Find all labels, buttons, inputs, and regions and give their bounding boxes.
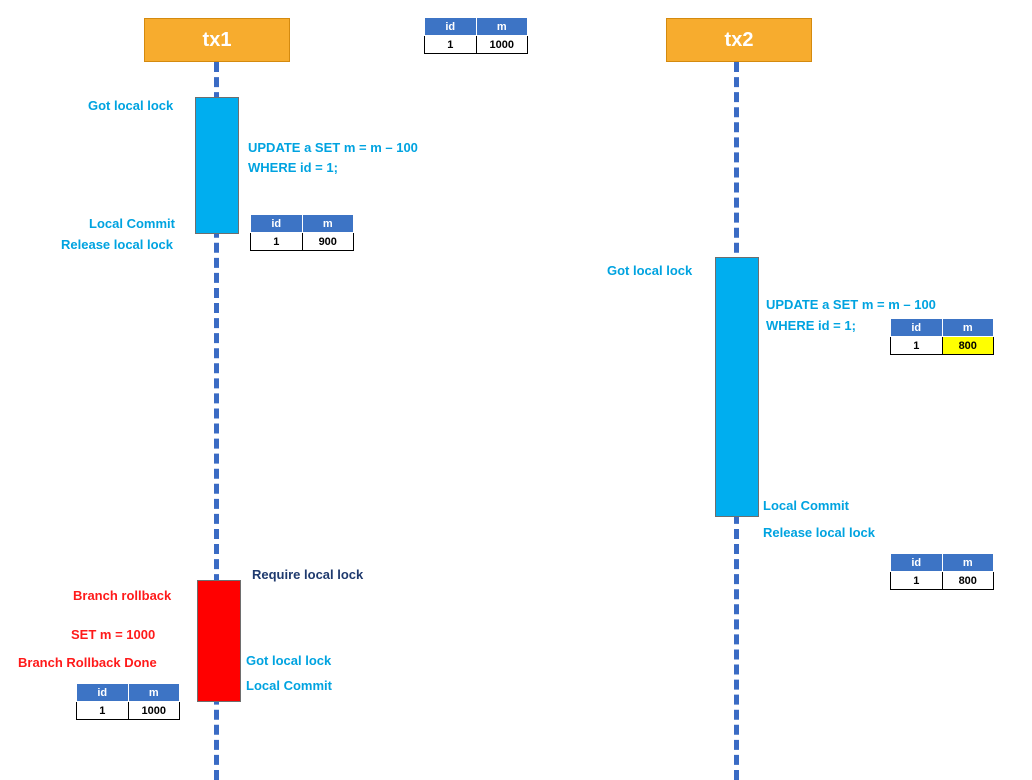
col-header-id: id	[250, 214, 303, 233]
tx1-commit-table: id m 1 900	[250, 214, 354, 251]
tx1-release-lock-label: Release local lock	[61, 237, 174, 252]
set-m-label: SET m = 1000	[71, 627, 156, 642]
tx2-sql-line1: UPDATE a SET m = m – 100	[766, 297, 936, 312]
tx1-activation-box	[195, 97, 239, 234]
col-header-m: m	[127, 683, 180, 702]
tx2-activation-box	[715, 257, 759, 517]
rollback-local-commit-label: Local Commit	[246, 678, 332, 693]
tx2-sql-line2: WHERE id = 1;	[766, 318, 856, 333]
tx2-got-lock-label: Got local lock	[607, 263, 693, 278]
col-header-m: m	[475, 17, 528, 36]
tx2-commit-table: id m 1 800	[890, 553, 994, 590]
tx1-lifeline	[214, 62, 219, 780]
initial-table: id m 1 1000	[424, 17, 528, 54]
tx2-update-table: id m 1 800	[890, 318, 994, 355]
col-header-m: m	[941, 553, 994, 572]
tx1-sql-line2: WHERE id = 1;	[248, 160, 338, 175]
tx1-got-lock-label: Got local lock	[88, 98, 174, 113]
col-header-id: id	[424, 17, 477, 36]
cell-m: 900	[301, 232, 354, 251]
cell-id: 1	[424, 35, 477, 54]
rollback-activation-box	[197, 580, 241, 702]
cell-m: 1000	[127, 701, 180, 720]
tx2-title: tx2	[724, 28, 754, 51]
rollback-table: id m 1 1000	[76, 683, 180, 720]
cell-id: 1	[890, 571, 943, 590]
tx1-title: tx1	[202, 28, 232, 51]
branch-rollback-label: Branch rollback	[73, 588, 172, 603]
tx1-local-commit-label: Local Commit	[89, 216, 175, 231]
cell-m: 800	[941, 571, 994, 590]
rollback-done-label: Branch Rollback Done	[18, 655, 157, 670]
col-header-m: m	[301, 214, 354, 233]
cell-m: 1000	[475, 35, 528, 54]
col-header-id: id	[76, 683, 129, 702]
cell-id: 1	[76, 701, 129, 720]
rollback-got-lock-label: Got local lock	[246, 653, 332, 668]
cell-m-highlighted: 800	[941, 336, 994, 355]
tx1-header: tx1	[144, 18, 290, 62]
require-lock-label: Require local lock	[252, 567, 364, 582]
cell-id: 1	[250, 232, 303, 251]
col-header-id: id	[890, 318, 943, 337]
col-header-m: m	[941, 318, 994, 337]
tx2-local-commit-label: Local Commit	[763, 498, 849, 513]
tx2-release-lock-label: Release local lock	[763, 525, 876, 540]
cell-id: 1	[890, 336, 943, 355]
tx2-header: tx2	[666, 18, 812, 62]
col-header-id: id	[890, 553, 943, 572]
tx1-sql-line1: UPDATE a SET m = m – 100	[248, 140, 418, 155]
